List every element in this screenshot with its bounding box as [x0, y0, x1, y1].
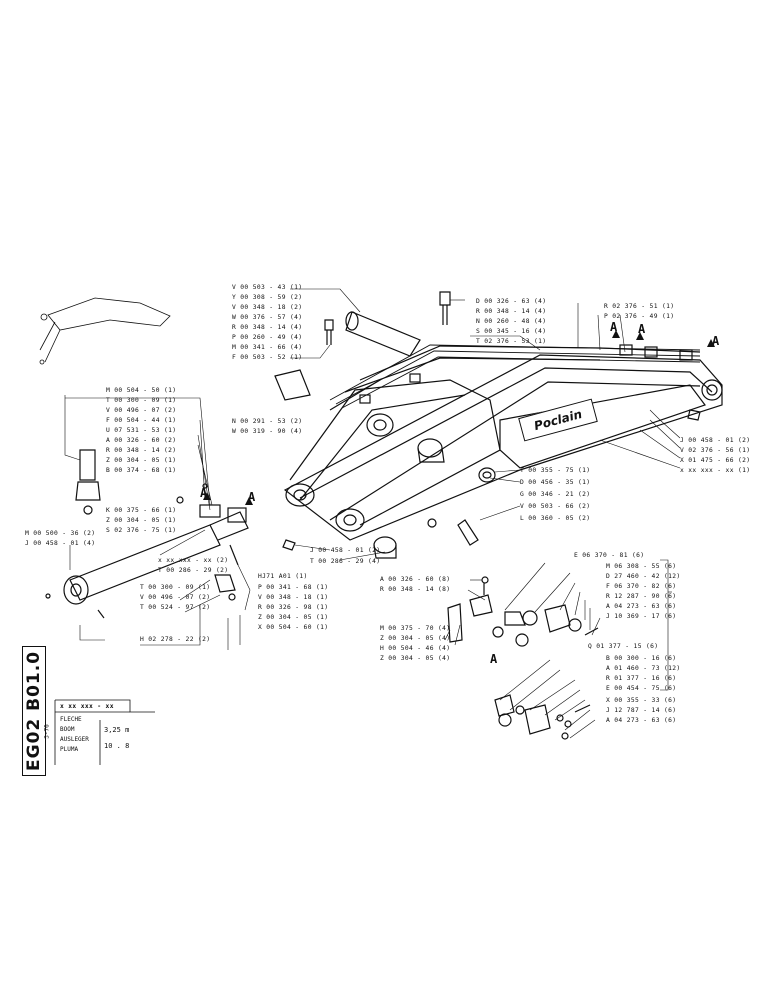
part-label: B 00 374 - 68 (1): [106, 467, 177, 474]
part-label: R 00 348 - 14 (4): [232, 324, 303, 331]
part-label: A 00 326 - 60 (8): [380, 576, 451, 583]
part-label: T 00 286 - 29 (4): [310, 558, 381, 565]
title-block-lines: [54, 699, 155, 765]
part-label: R 00 326 - 98 (1): [258, 604, 329, 611]
part-label: M 06 308 - 55 (6): [606, 563, 677, 570]
part-label: X 00 355 - 33 (6): [606, 697, 677, 704]
part-label: X 01 475 - 66 (2): [680, 457, 751, 464]
title-part-ref: x xx xxx - xx: [60, 703, 114, 710]
part-label: Q 01 377 - 15 (6): [588, 643, 659, 650]
detail-a-fittings: [447, 576, 599, 740]
part-label: J 12 787 - 14 (6): [606, 707, 677, 714]
part-label: G 00 346 - 21 (2): [520, 491, 591, 498]
part-label: P 00 341 - 68 (1): [258, 584, 329, 591]
part-label: V 00 496 - 07 (2): [140, 594, 211, 601]
part-label: K 00 375 - 66 (1): [106, 507, 177, 514]
title-desc-es: PLUMA: [60, 746, 79, 753]
part-label: S 02 376 - 75 (1): [106, 527, 177, 534]
part-label: J 00 458 - 01 (4): [25, 540, 96, 547]
title-length: 3,25 m: [104, 726, 130, 734]
part-label: F 00 504 - 44 (1): [106, 417, 177, 424]
part-label: V 00 348 - 18 (2): [232, 304, 303, 311]
sheet-small-code: 3-76: [43, 724, 51, 739]
sheet-code: EG02 B01.0: [22, 645, 46, 776]
part-label: T 00 300 - 09 (1): [140, 584, 211, 591]
part-label: M 00 375 - 70 (4): [380, 625, 451, 632]
part-label: V 00 503 - 66 (2): [520, 503, 591, 510]
part-label: R 12 287 - 90 (6): [606, 593, 677, 600]
part-label: Z 00 304 - 05 (1): [106, 457, 177, 464]
part-label: R 02 376 - 51 (1): [604, 303, 675, 310]
part-label: x xx xxx - xx (1): [680, 467, 751, 474]
title-desc-de: AUSLEGER: [60, 736, 89, 743]
part-label: R 01 377 - 16 (6): [606, 675, 677, 682]
part-label: D 27 460 - 42 (12): [606, 573, 681, 580]
part-label: U 07 531 - 53 (1): [106, 427, 177, 434]
part-label: Z 00 304 - 05 (4): [380, 655, 451, 662]
part-label: Y 00 308 - 59 (2): [232, 294, 303, 301]
part-label: A 00 326 - 60 (2): [106, 437, 177, 444]
part-label: D 00 456 - 35 (1): [520, 479, 591, 486]
part-label: A 01 460 - 73 (12): [606, 665, 681, 672]
marker-a-cylinder-2: A: [248, 490, 256, 504]
part-label: A 04 273 - 63 (6): [606, 717, 677, 724]
part-label: E 06 370 - 81 (6): [574, 552, 645, 559]
part-label: S 00 345 - 16 (4): [476, 328, 547, 335]
part-label: P 02 376 - 49 (1): [604, 313, 675, 320]
part-label: J 10 369 - 17 (6): [606, 613, 677, 620]
part-label: D 00 326 - 63 (4): [476, 298, 547, 305]
part-label: R 00 348 - 14 (4): [476, 308, 547, 315]
part-label: L 00 360 - 05 (2): [520, 515, 591, 522]
marker-a-boom-2: A: [638, 322, 646, 336]
part-label: T 00 286 - 29 (2): [158, 567, 229, 574]
thumbnail-sketch: [39, 297, 171, 365]
part-label: W 00 319 - 90 (4): [232, 428, 303, 435]
part-label: Z 00 304 - 05 (1): [258, 614, 329, 621]
part-label: R 00 348 - 14 (2): [106, 447, 177, 454]
part-label: V 02 376 - 56 (1): [680, 447, 751, 454]
hydraulic-cylinder: [45, 449, 249, 619]
boom-structure: [274, 291, 723, 559]
part-label: X 00 504 - 60 (1): [258, 624, 329, 631]
title-desc-fr: FLECHE: [60, 716, 82, 723]
part-label: Z 00 304 - 05 (4): [380, 635, 451, 642]
part-label: N 00 260 - 48 (4): [476, 318, 547, 325]
part-label: V 00 496 - 07 (2): [106, 407, 177, 414]
part-label: M 00 504 - 50 (1): [106, 387, 177, 394]
part-label: F 06 370 - 82 (6): [606, 583, 677, 590]
part-label: T 00 300 - 09 (1): [106, 397, 177, 404]
part-label: F 00 503 - 52 (1): [232, 354, 303, 361]
part-label: T 02 376 - 53 (1): [476, 338, 547, 345]
part-label: P 00 260 - 49 (4): [232, 334, 303, 341]
part-label: E 00 454 - 75 (6): [606, 685, 677, 692]
part-label: V 00 348 - 18 (1): [258, 594, 329, 601]
title-desc-en: BOOM: [60, 726, 75, 733]
title-weight: 10 . 8: [104, 742, 130, 750]
part-label: N 00 291 - 53 (2): [232, 418, 303, 425]
part-label: R 00 348 - 14 (8): [380, 586, 451, 593]
part-label: B 00 300 - 16 (6): [606, 655, 677, 662]
part-label: V 00 503 - 43 (1): [232, 284, 303, 291]
part-label: M 00 500 - 36 (2): [25, 530, 96, 537]
part-label: x xx xxx - xx (2): [158, 557, 229, 564]
part-label: J 00 458 - 01 (2): [680, 437, 751, 444]
part-label: J 00 458 - 01 (2): [310, 547, 381, 554]
part-label: HJ71 A01 (1): [258, 573, 308, 580]
part-label: M 00 341 - 66 (4): [232, 344, 303, 351]
part-label: A 04 273 - 63 (6): [606, 603, 677, 610]
part-label: H 00 504 - 46 (4): [380, 645, 451, 652]
part-label: Z 00 304 - 05 (1): [106, 517, 177, 524]
marker-a-boom-1: A: [610, 320, 618, 334]
part-label: T 00 524 - 97 (2): [140, 604, 211, 611]
marker-a-detail: A: [490, 652, 498, 666]
part-label: W 00 376 - 57 (4): [232, 314, 303, 321]
marker-a-boom-3: A: [712, 334, 720, 348]
marker-a-cylinder-1: A: [200, 486, 208, 500]
part-label: H 02 278 - 22 (2): [140, 636, 211, 643]
part-label: T 00 355 - 75 (1): [520, 467, 591, 474]
